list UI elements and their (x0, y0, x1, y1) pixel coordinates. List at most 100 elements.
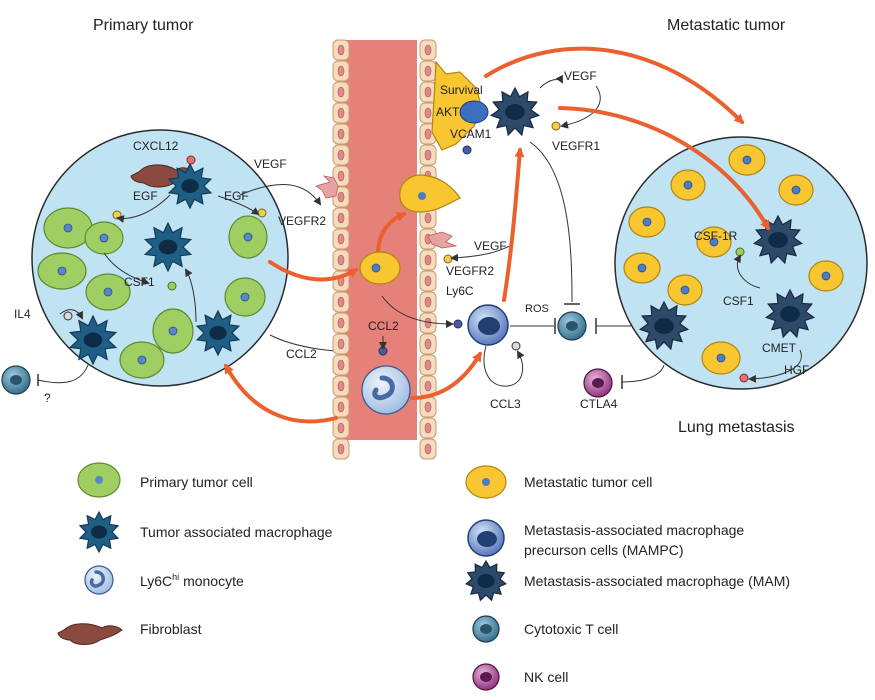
endothelial-nucleus (337, 359, 345, 371)
vegfr2-receptor (315, 175, 339, 199)
endothelial-nucleus (424, 380, 432, 392)
endothelial-nucleus (337, 212, 345, 224)
vcam1-label: VCAM1 (450, 127, 492, 141)
legend-nk-cell: NK cell (524, 669, 568, 685)
endothelial-nucleus (424, 86, 432, 98)
legend-monocyte-icon (84, 565, 114, 595)
vegfr2-label-mid: VEGFR2 (446, 264, 494, 278)
endothelial-nucleus (424, 128, 432, 140)
vegfr2-receptor (443, 254, 453, 264)
ccl3-label: CCL3 (490, 397, 521, 411)
cmet-label: CMET (762, 341, 797, 355)
endothelial-nucleus (337, 233, 345, 245)
legend-tam-icon (78, 510, 120, 554)
cell-nucleus (10, 375, 22, 385)
cell-nucleus (181, 179, 199, 193)
endothelial-nucleus (424, 317, 432, 329)
vegfr2-label-left: VEGFR2 (278, 214, 326, 228)
endothelial-nucleus (337, 254, 345, 266)
mam-top (489, 86, 541, 137)
endothelial-nucleus (424, 401, 432, 413)
ly6c-label: Ly6C (446, 284, 474, 298)
vegf-label-top-left: VEGF (254, 157, 287, 171)
endothelial-nucleus (424, 338, 432, 350)
monocyte-nucleus (372, 375, 395, 401)
primary-tumor-title: Primary tumor (93, 17, 194, 34)
lung-metastasis-region: CSF-1R CSF1 CMET HGF (614, 136, 868, 390)
signal-arrow (733, 254, 761, 289)
cell-nucleus (482, 478, 490, 486)
inhibition-line (621, 364, 665, 383)
legend-fibroblast: Fibroblast (140, 621, 202, 637)
endothelial-nucleus (424, 107, 432, 119)
vegf-label-top-right: VEGF (564, 69, 597, 83)
legend-mampc-line2: precurson cells (MAMPC) (524, 542, 683, 558)
migration-arrow (224, 46, 770, 424)
endothelial-nucleus (337, 338, 345, 350)
ly6c-hi-monocyte (361, 365, 411, 415)
cell-nucleus (477, 574, 495, 588)
egf-label-left: EGF (133, 189, 158, 203)
metastatic-tumor-cell (623, 144, 844, 375)
metastatic-tumor-title: Metastatic tumor (667, 17, 786, 34)
cell-nucleus (478, 317, 500, 335)
il4-label: IL4 (14, 307, 31, 321)
csf1-label-left: CSF1 (124, 275, 155, 289)
endothelial-nucleus (337, 380, 345, 392)
legend-monocyte: Ly6Chi monocyte (140, 572, 244, 589)
primary-tumor-region: CXCL12 EGF EGF CSF1 (31, 129, 322, 387)
cell-nucleus (90, 525, 108, 539)
cmet-receptor (739, 373, 749, 383)
endothelial-nucleus (337, 128, 345, 140)
cell-nucleus (780, 306, 800, 322)
endothelial-nucleus (424, 443, 432, 455)
endothelial-nucleus (424, 359, 432, 371)
cell-nucleus (83, 332, 103, 348)
endothelial-nucleus (424, 422, 432, 434)
signal-arrow (560, 85, 601, 129)
endothelial-nucleus (424, 65, 432, 77)
survival-label: Survival (440, 83, 483, 97)
receptor (378, 346, 388, 356)
receptor (63, 155, 267, 321)
endothelial-nucleus (337, 65, 345, 77)
endothelial-nucleus (337, 170, 345, 182)
endothelial-nucleus (337, 107, 345, 119)
receptor (511, 341, 521, 351)
legend-tam: Tumor associated macrophage (140, 524, 333, 540)
cell-nucleus (592, 378, 604, 388)
signal-arrow (539, 74, 563, 89)
legend: Primary tumor cell Tumor associated macr… (57, 462, 790, 691)
endothelial-nucleus (337, 191, 345, 203)
metastatic-tumor-cell (431, 60, 483, 151)
endothelial-nucleus (337, 443, 345, 455)
cell-nucleus (371, 263, 381, 273)
cell-nucleus (459, 100, 489, 124)
legend-mam: Metastasis-associated macrophage (MAM) (524, 573, 790, 589)
endothelial-nucleus (424, 212, 432, 224)
cell-nucleus (95, 476, 103, 484)
question-label: ? (44, 391, 51, 405)
hgf-label: HGF (784, 363, 809, 377)
legend-metastatic-tumor-cell: Metastatic tumor cell (524, 474, 652, 490)
endothelial-nucleus (424, 149, 432, 161)
vegfr2-receptor (427, 231, 458, 249)
csf1r-receptor (735, 247, 745, 257)
cell-nucleus (418, 192, 426, 200)
tam-group (68, 162, 241, 366)
vegf-label-mid: VEGF (474, 239, 507, 253)
vegfr1-label: VEGFR1 (552, 139, 600, 153)
lung-metastasis-title: Lung metastasis (678, 419, 795, 436)
legend-primary-tumor-cell: Primary tumor cell (140, 474, 253, 490)
cell-nucleus (209, 326, 227, 340)
endothelial-nucleus (424, 275, 432, 287)
cell-nucleus (768, 232, 788, 248)
endothelial-nucleus (337, 149, 345, 161)
endothelial-nucleus (337, 422, 345, 434)
signal-arrow (59, 183, 322, 323)
metastatic-tumor-cell (399, 174, 461, 213)
signal-arrow (381, 295, 454, 328)
cell-nucleus (654, 318, 674, 334)
endothelial-nucleus (424, 44, 432, 56)
